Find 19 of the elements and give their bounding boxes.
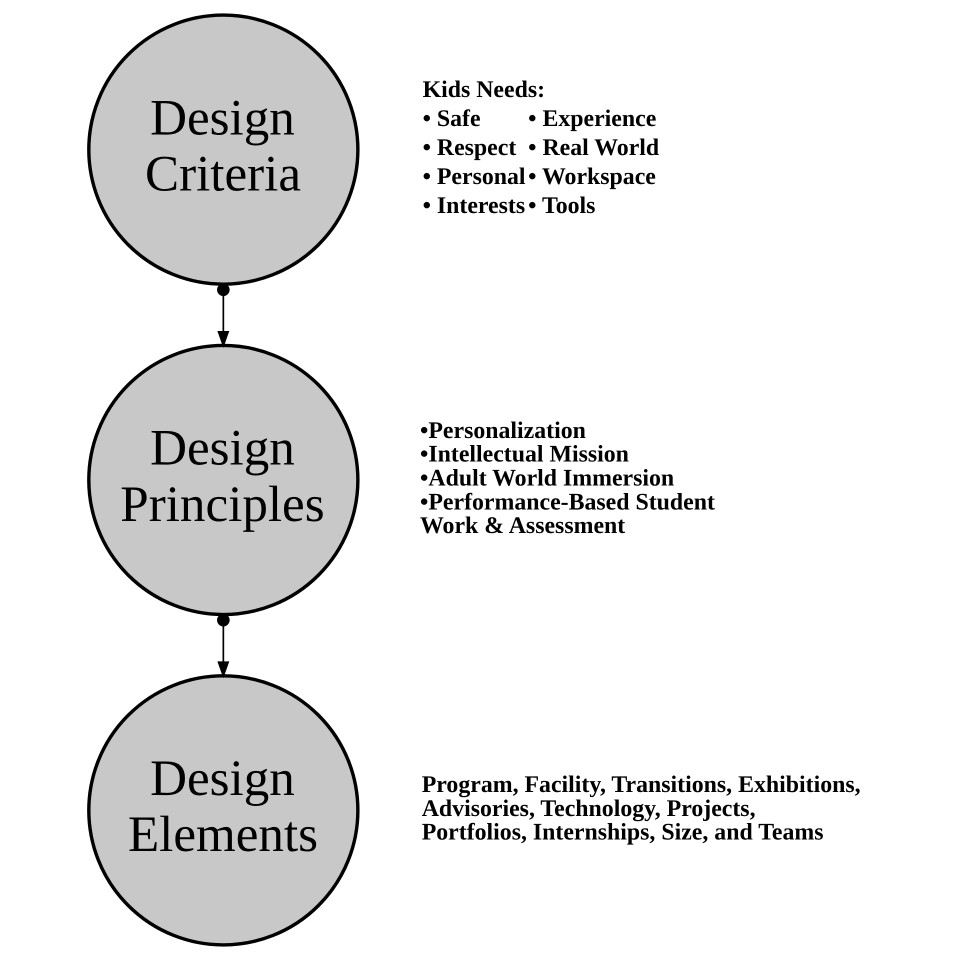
node-label: Kids Needs: — [422, 77, 546, 104]
node-label: • Tools — [528, 192, 596, 219]
node-label: •Intellectual Mission — [420, 442, 629, 468]
node-label: • Interests — [422, 192, 526, 219]
node-label: Program, Facility, Transitions, Exhibitions, Advisories, Technology, Projects, Portfolios, Internships, Size, and Teams — [422, 772, 861, 846]
node-label: • Real World — [528, 135, 660, 162]
arrow — [217, 283, 230, 348]
node-circle: Design Criteria — [87, 13, 360, 286]
node-label: •Performance-Based Student Work & Assessment — [420, 489, 715, 540]
node-circle: Design Principles — [87, 344, 360, 616]
node-label: • Personal — [422, 164, 526, 190]
node-label: • Workspace — [528, 164, 656, 190]
node-circle: Design Elements — [87, 674, 360, 947]
node-label: • Respect — [422, 135, 516, 162]
node-label: •Adult World Immersion — [420, 465, 674, 492]
node-label: • Experience — [528, 106, 656, 132]
arrow — [217, 614, 230, 678]
node-label: • Safe — [422, 106, 481, 132]
node-label: •Personalization — [420, 418, 586, 444]
